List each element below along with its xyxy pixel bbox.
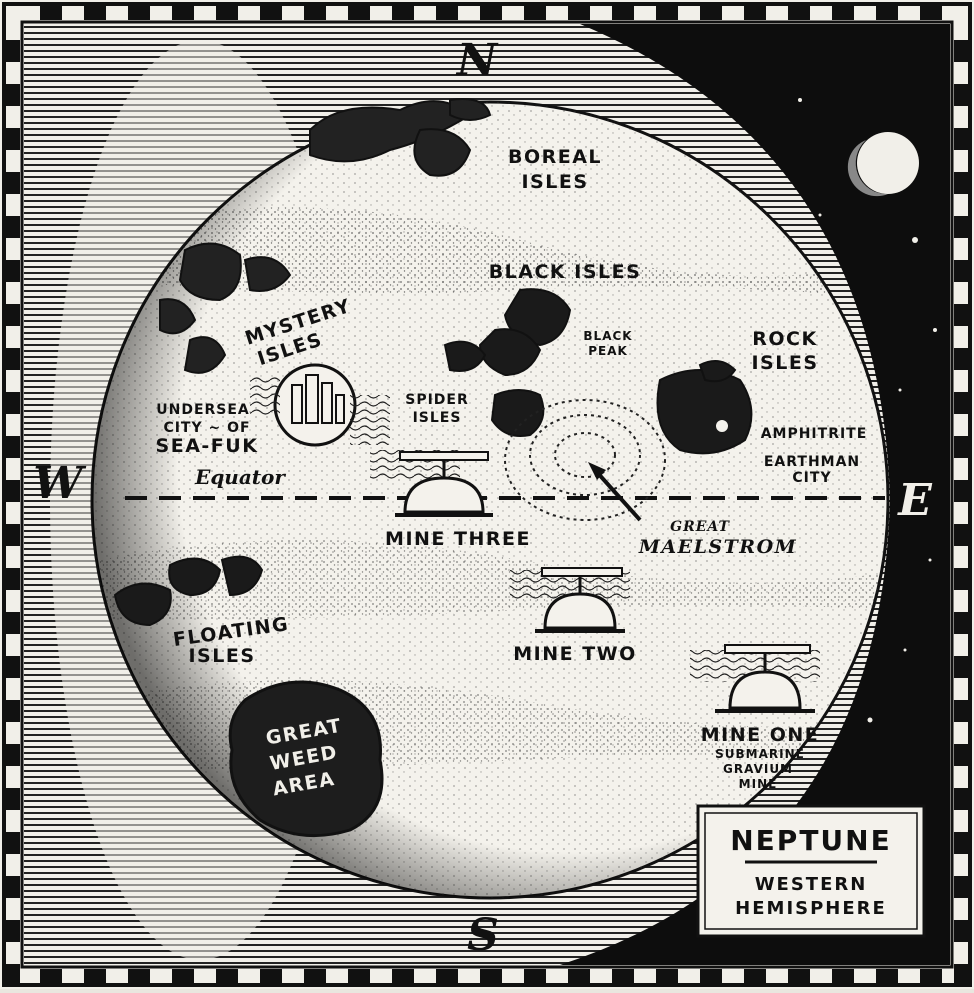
- label-mine-one-sub-3: MINE: [739, 777, 778, 791]
- label-boreal-isles-2: ISLES: [521, 171, 588, 193]
- label-maelstrom-2: MAELSTROM: [638, 536, 797, 558]
- label-rock-isles-1: ROCK: [752, 328, 817, 350]
- label-mine-three: MINE THREE: [385, 528, 531, 550]
- label-equator: Equator: [194, 465, 286, 489]
- label-black-peak-2: PEAK: [588, 344, 628, 358]
- undersea-city-icon: [250, 363, 390, 447]
- map-subtitle-1: WESTERN: [755, 874, 868, 895]
- label-earthman-2: CITY: [792, 470, 831, 486]
- label-black-peak-1: BLACK: [583, 329, 632, 343]
- mine-three-icon: [370, 450, 493, 517]
- label-floating-2: ISLES: [188, 645, 255, 667]
- label-amphitrite: AMPHITRITE: [761, 426, 868, 442]
- compass-north: N: [455, 35, 499, 86]
- label-boreal-isles-1: BOREAL: [508, 146, 602, 168]
- title-box: NEPTUNE WESTERN HEMISPHERE: [696, 804, 926, 938]
- map-title: NEPTUNE: [730, 824, 891, 857]
- label-mine-one: MINE ONE: [701, 724, 820, 746]
- moon-icon: [847, 132, 919, 197]
- label-undersea-3: SEA-FUK: [156, 435, 259, 457]
- compass-east: E: [896, 475, 933, 526]
- maelstrom-arrow: [588, 462, 642, 522]
- label-maelstrom-1: GREAT: [670, 519, 730, 535]
- map-subtitle-2: HEMISPHERE: [735, 898, 887, 919]
- label-undersea-2: CITY ~ OF: [163, 420, 250, 436]
- label-spider-isles-1: SPIDER: [405, 392, 469, 408]
- rock-isles-shape: [656, 360, 753, 455]
- black-isles-shape: [443, 288, 572, 377]
- label-rock-isles-2: ISLES: [751, 352, 818, 374]
- mine-one-icon: [690, 644, 820, 713]
- compass-west: W: [33, 458, 87, 509]
- label-spider-isles-2: ISLES: [413, 410, 462, 426]
- label-mine-two: MINE TWO: [513, 643, 637, 665]
- label-undersea-1: UNDERSEA: [156, 402, 250, 418]
- label-black-isles: BLACK ISLES: [489, 261, 642, 283]
- label-earthman-1: EARTHMAN: [764, 454, 860, 470]
- label-mine-one-sub-1: SUBMARINE: [715, 747, 805, 761]
- mystery-isles-shape: [159, 242, 292, 374]
- label-mine-one-sub-2: GRAVIUM: [723, 762, 793, 776]
- stars: [798, 98, 937, 882]
- compass-south: S: [467, 910, 499, 961]
- floating-isles-shape: [113, 555, 264, 627]
- maelstrom-icon: [504, 399, 666, 521]
- great-weed-area-shape: [228, 680, 384, 838]
- spider-isles-shape: [490, 389, 545, 437]
- boreal-isles-shape: [309, 98, 492, 177]
- mine-two-icon: [510, 567, 630, 633]
